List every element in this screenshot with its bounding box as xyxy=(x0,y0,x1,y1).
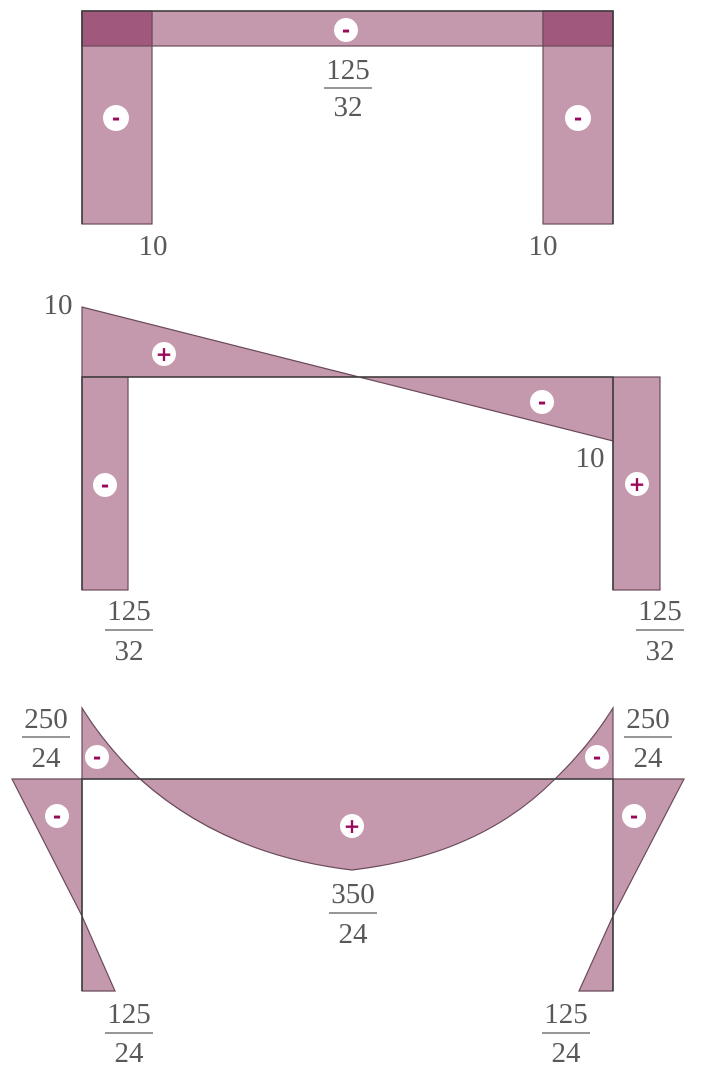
svg-text:24: 24 xyxy=(634,742,664,774)
fraction-label: 250 24 xyxy=(22,703,70,774)
value-label: 10 xyxy=(576,442,605,474)
svg-text:24: 24 xyxy=(115,1037,145,1069)
sign-badge: - xyxy=(334,18,358,42)
value-label: 10 xyxy=(139,230,168,262)
sign-badge: - xyxy=(622,804,646,828)
svg-text:+: + xyxy=(629,472,646,496)
svg-text:24: 24 xyxy=(552,1037,582,1069)
svg-text:350: 350 xyxy=(331,878,375,910)
fraction-label: 250 24 xyxy=(624,703,672,774)
sign-badge: - xyxy=(103,105,129,131)
svg-text:-: - xyxy=(93,745,101,769)
svg-text:250: 250 xyxy=(626,703,670,735)
sign-badge: - xyxy=(530,390,554,414)
svg-text:32: 32 xyxy=(646,635,675,667)
sign-badge: - xyxy=(93,473,117,497)
fraction-label: 125 32 xyxy=(105,595,153,667)
right-corner-lobe xyxy=(553,705,614,780)
svg-text:-: - xyxy=(342,18,350,42)
left-column-triangle-upper xyxy=(11,778,83,917)
frame-axis xyxy=(81,778,614,991)
right-corner-overlap xyxy=(542,10,614,47)
beam-positive-triangle xyxy=(81,306,360,378)
left-corner-lobe xyxy=(81,705,142,780)
svg-text:-: - xyxy=(574,106,582,130)
svg-text:32: 32 xyxy=(115,635,144,667)
right-column-triangle-lower xyxy=(578,915,614,992)
svg-text:-: - xyxy=(53,804,61,828)
svg-text:-: - xyxy=(630,804,638,828)
fraction-label: 350 24 xyxy=(329,878,377,950)
beam-negative-triangle xyxy=(358,376,614,442)
left-corner-overlap xyxy=(81,10,153,47)
sign-badge: - xyxy=(45,804,69,828)
fraction-label: 125 32 xyxy=(324,54,372,123)
value-label: 10 xyxy=(44,289,73,321)
svg-text:24: 24 xyxy=(32,742,62,774)
svg-text:-: - xyxy=(101,473,109,497)
svg-text:125: 125 xyxy=(107,595,151,627)
svg-text:125: 125 xyxy=(326,54,370,86)
svg-text:125: 125 xyxy=(638,595,682,627)
diagram-2: + - - + 10 10 125 32 125 32 xyxy=(44,289,684,667)
right-column-triangle-upper xyxy=(612,778,685,917)
sign-badge: - xyxy=(565,105,591,131)
value-label: 10 xyxy=(529,230,558,262)
sign-badge: + xyxy=(152,342,176,366)
svg-text:-: - xyxy=(538,390,546,414)
diagram-3: - - + - - 250 24 250 24 350 xyxy=(11,703,685,1069)
svg-text:125: 125 xyxy=(107,998,151,1030)
svg-text:-: - xyxy=(593,745,601,769)
svg-text:+: + xyxy=(156,342,173,366)
fraction-label: 125 32 xyxy=(636,595,684,667)
sign-badge: + xyxy=(340,814,364,838)
svg-text:250: 250 xyxy=(24,703,68,735)
svg-text:24: 24 xyxy=(339,918,369,950)
diagram-1: - - - 125 32 10 10 xyxy=(81,10,614,262)
svg-text:125: 125 xyxy=(544,998,588,1030)
frame-axis xyxy=(81,376,614,590)
svg-text:+: + xyxy=(344,814,361,838)
fraction-label: 125 24 xyxy=(542,998,590,1069)
sign-badge: - xyxy=(585,745,609,769)
sign-badge: + xyxy=(625,472,649,496)
svg-text:-: - xyxy=(112,106,120,130)
left-column-triangle-lower xyxy=(81,915,116,992)
fraction-label: 125 24 xyxy=(105,998,153,1069)
svg-text:32: 32 xyxy=(334,91,363,123)
sign-badge: - xyxy=(85,745,109,769)
frame-axis xyxy=(81,10,614,224)
